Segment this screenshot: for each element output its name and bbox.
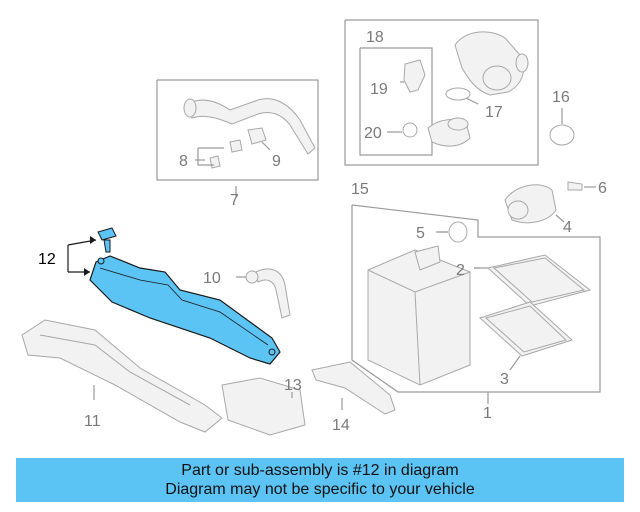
callout-12: 12: [38, 251, 56, 268]
callout-7: 7: [230, 192, 239, 209]
callout-2: 2: [456, 262, 465, 279]
part-10: [236, 268, 291, 319]
callout-3: 3: [500, 371, 509, 388]
parts-diagram: 12 10 11 13 14 1 2 3 4 5 6 7 8 9 15 16 1…: [21, 19, 607, 436]
callout-leaders: [195, 81, 489, 404]
group-box-1: [351, 204, 601, 393]
callout-16: 16: [552, 89, 570, 106]
part-12-highlighted: [67, 227, 281, 365]
callout-11: 11: [84, 413, 101, 430]
callout-1: 1: [483, 405, 492, 422]
callout-8: 8: [179, 153, 188, 170]
callout-15: 15: [351, 181, 369, 198]
callout-13: 13: [284, 377, 302, 394]
callout-17: 17: [485, 104, 503, 121]
info-banner: Part or sub-assembly is #12 in diagram D…: [16, 458, 624, 502]
part-14: [311, 361, 396, 415]
callout-18: 18: [366, 29, 384, 46]
callout-6: 6: [598, 180, 607, 197]
callout-10: 10: [203, 270, 221, 287]
part-4-sensor: [504, 181, 596, 224]
callout-20: 20: [364, 125, 382, 142]
banner-line-1: Part or sub-assembly is #12 in diagram: [181, 462, 459, 479]
callout-19: 19: [370, 81, 388, 98]
callout-4: 4: [563, 219, 572, 236]
part-13: [221, 377, 306, 436]
callout-9: 9: [272, 153, 281, 170]
group-box-7: [156, 79, 319, 181]
callout-14: 14: [332, 417, 350, 434]
part-16: [549, 108, 575, 146]
group-box-15: [344, 19, 539, 166]
banner-line-2: Diagram may not be specific to your vehi…: [165, 481, 475, 498]
callout-5: 5: [416, 225, 425, 242]
part-11: [21, 319, 223, 433]
